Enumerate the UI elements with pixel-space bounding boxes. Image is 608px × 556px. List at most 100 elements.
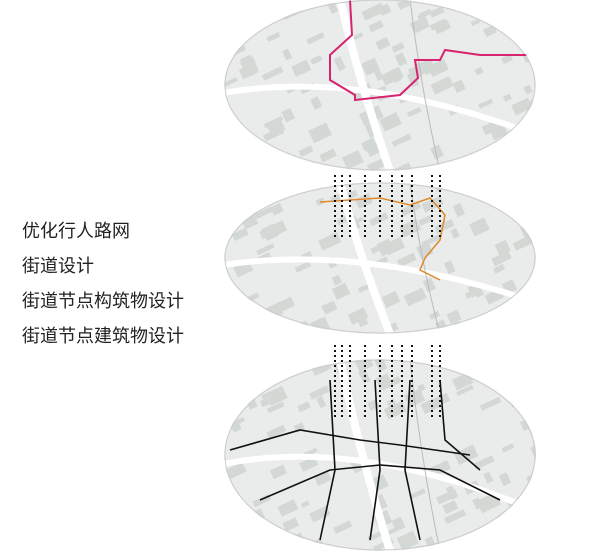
building-block [491, 250, 512, 267]
building-block [489, 521, 512, 541]
map-background [224, 182, 536, 334]
building-block [368, 20, 384, 33]
building-block [266, 31, 281, 42]
main-road [224, 453, 536, 516]
building-block [224, 77, 238, 87]
building-block [472, 497, 483, 510]
building-block [364, 142, 379, 152]
building-block [376, 238, 395, 257]
building-block [406, 106, 422, 118]
building-block [281, 107, 296, 123]
building-block [254, 206, 274, 220]
street-node-path [369, 379, 381, 541]
building-block [470, 182, 487, 193]
building-block [394, 52, 408, 67]
building-block [361, 2, 385, 21]
building-block [502, 93, 513, 102]
building-block [310, 54, 323, 65]
building-block [294, 261, 312, 273]
dotted-connectors [334, 175, 441, 420]
street-design-path [319, 197, 446, 281]
label-node-buildings: 街道节点建筑物设计 [22, 326, 184, 347]
layer-labels: 优化行人路网 街道设计 街道节点构筑物设计 街道节点建筑物设计 [22, 214, 184, 354]
map-outline [224, 182, 536, 334]
building-block [506, 509, 517, 521]
building-block [228, 37, 239, 48]
building-block [525, 294, 536, 310]
building-block [266, 424, 287, 439]
label-street-design: 街道设计 [22, 256, 94, 277]
pedestrian-route-path [329, 0, 530, 102]
building-block [464, 286, 483, 299]
building-block [333, 56, 346, 72]
building-block [374, 359, 388, 372]
main-road [224, 256, 536, 307]
building-block [403, 287, 427, 307]
map-layer-middle [224, 182, 536, 334]
building-block [529, 182, 536, 193]
building-block [427, 58, 449, 78]
building-block [391, 133, 412, 147]
building-block [420, 58, 437, 75]
building-block [469, 217, 490, 237]
building-block [381, 290, 401, 308]
building-block [277, 499, 299, 517]
building-block [406, 71, 420, 88]
building-block [315, 331, 324, 334]
building-block [241, 215, 259, 230]
building-block [418, 215, 433, 226]
building-block [429, 18, 448, 31]
label-node-structures: 街道节点构筑物设计 [22, 291, 184, 312]
building-block [309, 505, 331, 523]
building-block [471, 359, 492, 370]
building-block [383, 400, 407, 420]
building-block [367, 530, 385, 542]
building-block [482, 323, 502, 334]
main-road [336, 182, 394, 334]
building-block [291, 59, 312, 77]
building-block [316, 395, 327, 409]
road-edge [409, 182, 441, 334]
building-block [282, 48, 293, 61]
building-block [282, 539, 298, 551]
building-block [500, 156, 518, 171]
building-block [429, 6, 445, 18]
label-pedestrian-network: 优化行人路网 [22, 221, 130, 242]
building-block [456, 384, 474, 396]
building-block [498, 380, 509, 390]
road-edge [409, 0, 441, 171]
building-block [527, 410, 536, 419]
building-block [533, 432, 536, 450]
building-block [430, 76, 454, 95]
building-block [354, 193, 373, 209]
building-block [277, 162, 292, 171]
building-block [276, 0, 300, 13]
building-block [479, 396, 502, 411]
building-block [282, 517, 300, 532]
building-block [331, 274, 343, 286]
building-block [331, 282, 351, 300]
building-block [473, 455, 495, 470]
building-block [474, 66, 484, 76]
building-block [265, 182, 288, 196]
building-block [512, 235, 534, 251]
building-block [333, 520, 353, 535]
building-block [396, 530, 419, 551]
building-block [501, 54, 513, 65]
building-block [400, 201, 422, 217]
building-block [266, 401, 285, 414]
building-block [520, 219, 536, 238]
building-block [358, 318, 369, 328]
building-block [442, 500, 459, 515]
building-block [443, 260, 456, 275]
building-block [513, 139, 534, 157]
building-block [526, 313, 536, 324]
building-block [444, 509, 467, 525]
building-block [391, 516, 405, 530]
building-block [225, 462, 247, 480]
building-block [452, 202, 466, 218]
building-block [259, 397, 270, 408]
building-block [256, 243, 275, 256]
building-block [314, 471, 332, 486]
